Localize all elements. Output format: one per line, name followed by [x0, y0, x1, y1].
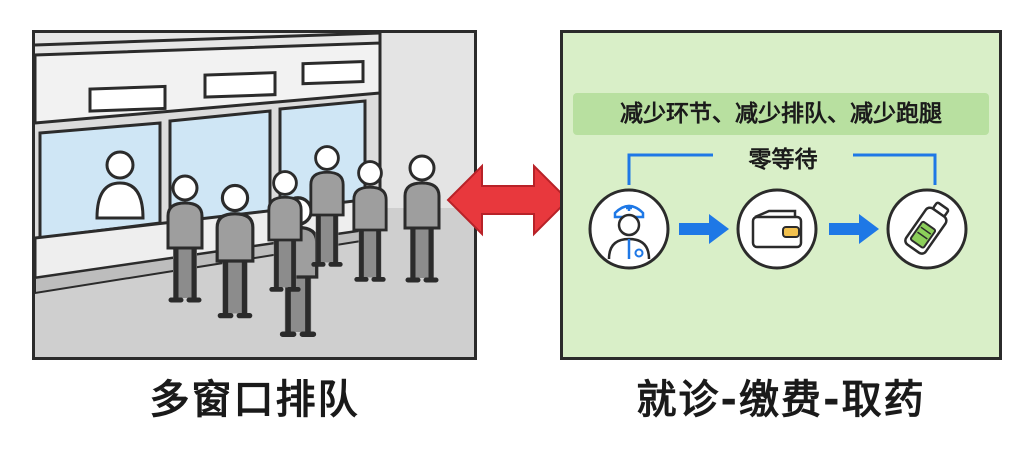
person-figure: [403, 154, 441, 283]
zero-wait-label: 零等待: [713, 143, 853, 177]
doctor-icon: [588, 188, 670, 270]
medicine-bottle-icon: [886, 188, 968, 270]
person-figure: [215, 183, 255, 319]
queue-scene-panel: [32, 30, 477, 360]
window-sign: [301, 59, 365, 86]
wallet-icon: [736, 188, 818, 270]
flow-caption: 就诊-缴费-取药: [636, 377, 926, 423]
double-headed-arrow-icon: [446, 163, 570, 237]
window-sign: [203, 71, 277, 99]
person-figure: [267, 170, 303, 292]
person-figure: [166, 174, 204, 303]
flow-arrow-icon: [679, 214, 729, 244]
streamlined-flow-panel: 减少环节、减少排队、减少跑腿 零等待: [560, 30, 1002, 360]
clerk-figure: [95, 150, 145, 220]
person-figure: [352, 160, 388, 282]
person-figure: [309, 145, 345, 267]
benefits-banner: 减少环节、减少排队、减少跑腿: [573, 93, 989, 135]
flow-arrow-icon: [829, 214, 879, 244]
window-sign: [88, 84, 167, 113]
queue-caption: 多窗口排队: [149, 377, 360, 423]
queue-people: [166, 145, 441, 337]
